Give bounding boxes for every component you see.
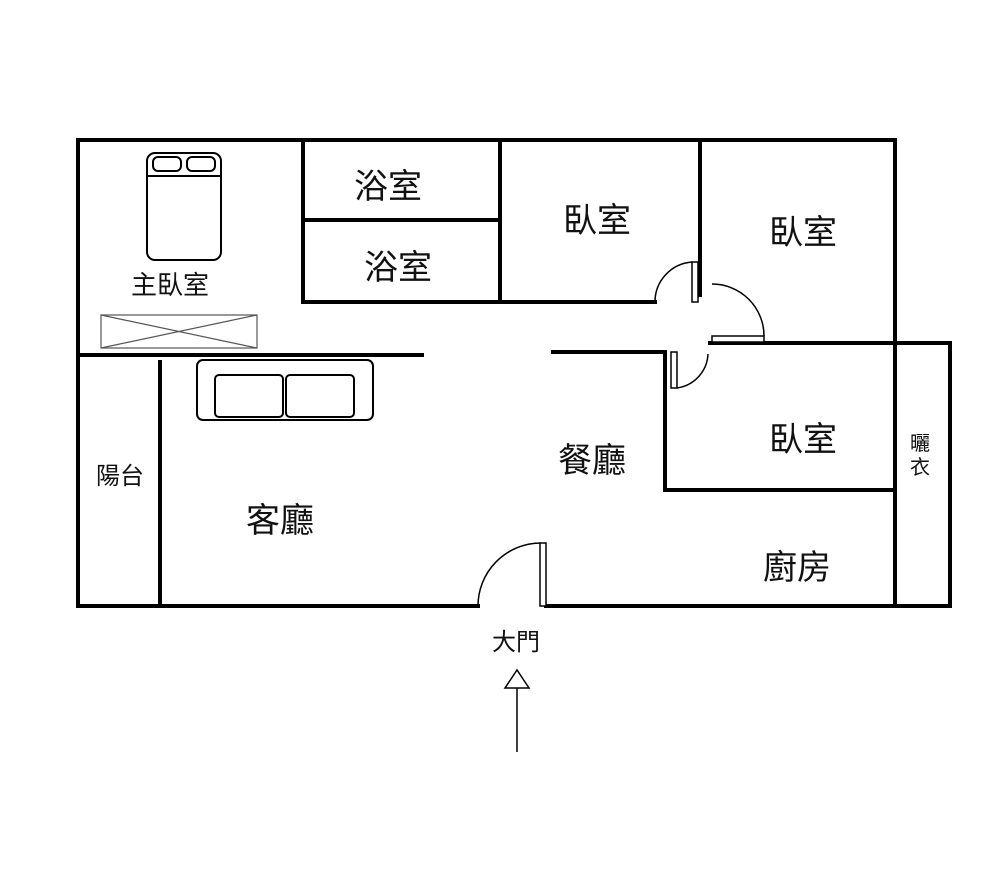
doors [477, 261, 765, 607]
walls [76, 138, 952, 608]
entrance-arrow-icon [503, 668, 531, 752]
room-labels: 浴室 浴室 臥室 臥室 主臥室 臥室 餐廳 陽台 客廳 廚房 曬 衣 [96, 167, 930, 588]
sofa-icon [196, 359, 374, 421]
room-label-laundry-1: 曬 [910, 431, 930, 455]
room-label-bedroom1: 臥室 [563, 201, 631, 241]
room-label-balcony: 陽台 [96, 462, 144, 490]
room-label-laundry-2: 衣 [910, 455, 930, 479]
room-label-dining: 餐廳 [558, 441, 626, 481]
room-label-master: 主臥室 [131, 271, 209, 301]
entrance-label: 大門 [492, 628, 540, 656]
room-label-kitchen: 廚房 [763, 548, 831, 588]
room-label-bath2: 浴室 [364, 248, 432, 288]
room-label-bath1: 浴室 [354, 167, 422, 207]
room-label-bedroom2: 臥室 [769, 213, 837, 253]
bed-icon [146, 152, 222, 261]
wardrobe-icon [100, 314, 258, 349]
room-label-bedroom3: 臥室 [769, 420, 837, 460]
room-label-living: 客廳 [246, 501, 314, 541]
